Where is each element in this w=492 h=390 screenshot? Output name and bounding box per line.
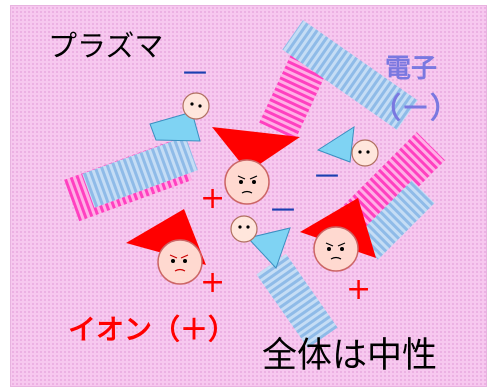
electron-particle bbox=[149, 92, 210, 142]
neutral-statement: 全体は中性 bbox=[262, 336, 438, 376]
minus-sign: － bbox=[268, 194, 298, 229]
plus-sign: + bbox=[200, 265, 226, 300]
minus-sign: － bbox=[180, 57, 210, 92]
electron-label: 電子 bbox=[385, 54, 438, 84]
electron-charge-label: （－） bbox=[372, 91, 460, 125]
plus-sign: + bbox=[200, 181, 226, 216]
minus-sign: － bbox=[312, 160, 342, 195]
plus-sign: + bbox=[346, 272, 372, 307]
electron-motion-stripes bbox=[82, 20, 435, 349]
ion-particle bbox=[126, 209, 206, 285]
electron-particle bbox=[316, 126, 379, 167]
ion-label: イオン（＋） bbox=[68, 313, 237, 346]
ion-particle bbox=[212, 127, 300, 205]
electron-particle bbox=[230, 215, 291, 269]
ion-particle bbox=[300, 198, 376, 272]
title: プラズマ bbox=[48, 29, 164, 63]
